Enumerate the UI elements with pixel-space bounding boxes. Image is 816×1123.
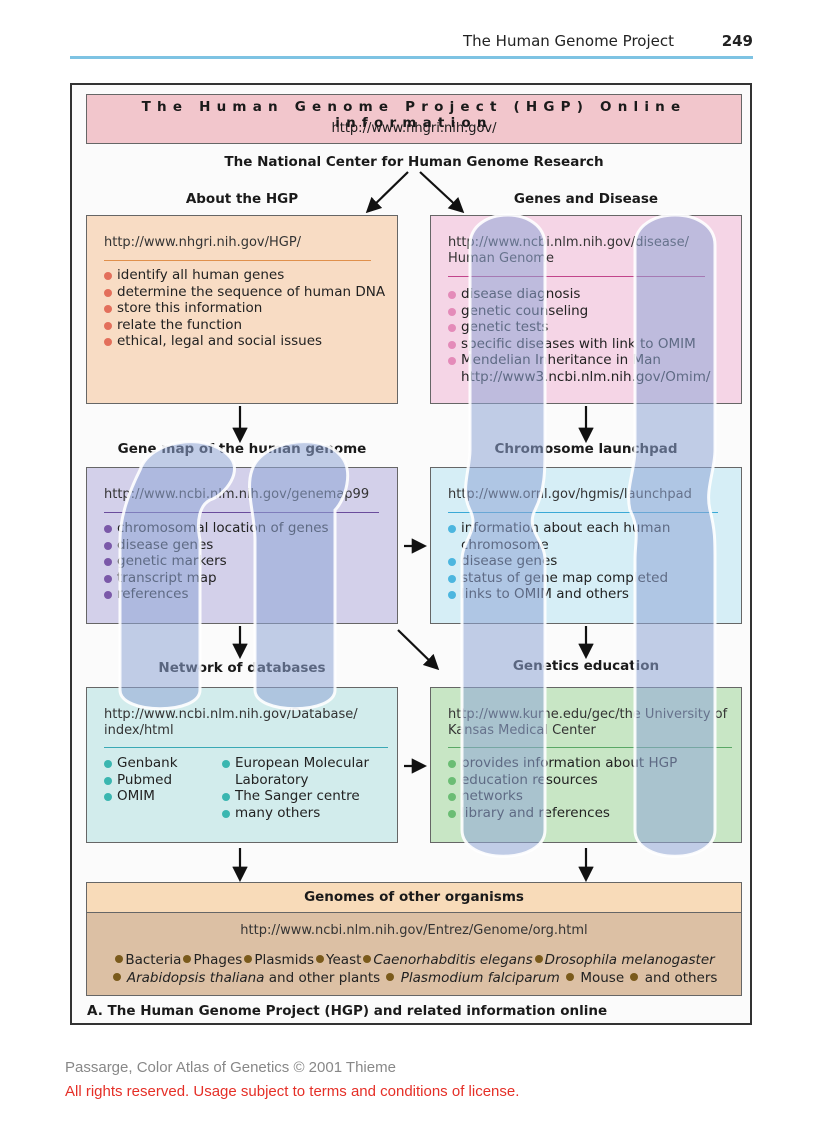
genes-disease-list: disease diagnosis genetic counseling gen…: [448, 286, 728, 385]
list-item: chromosomal location of genes: [104, 520, 329, 537]
divider: [104, 512, 379, 513]
list-item: transcript map: [104, 570, 329, 587]
genomes-box: http://www.ncbi.nlm.nih.gov/Entrez/Genom…: [86, 912, 742, 996]
list-item: Pubmed: [104, 772, 178, 789]
genes-disease-url: http://www.ncbi.nlm.nih.gov/disease/ Hum…: [448, 235, 689, 266]
genomes-url: http://www.ncbi.nlm.nih.gov/Entrez/Genom…: [240, 923, 588, 938]
genomes-heading: Genomes of other organisms: [304, 889, 524, 905]
network-url: http://www.ncbi.nlm.nih.gov/Database/ in…: [104, 707, 358, 738]
running-title: The Human Genome Project: [463, 32, 674, 50]
list-item: genetic markers: [104, 553, 329, 570]
education-heading: Genetics education: [512, 658, 660, 674]
list-item: European Molecular Laboratory: [222, 755, 382, 788]
list-item: references: [104, 586, 329, 603]
organism: Caenorhabditis elegans: [373, 952, 533, 968]
organism: Drosophila melanogaster: [544, 952, 715, 968]
organism: Mouse: [580, 970, 625, 986]
list-item: relate the function: [104, 317, 385, 334]
divider: [104, 747, 388, 748]
list-item: disease diagnosis: [448, 286, 728, 303]
education-url: http://www.kume.edu/gec/the University o…: [448, 707, 728, 738]
about-hgp-box: http://www.nhgri.nih.gov/HGP/ identify a…: [86, 215, 398, 404]
organism: Plasmodium falciparum: [400, 970, 560, 986]
network-heading: Network of databases: [158, 660, 326, 676]
list-item: store this information: [104, 300, 385, 317]
title-url: http://www.nhgri.nih.gov/: [331, 121, 497, 136]
about-hgp-url: http://www.nhgri.nih.gov/HGP/: [104, 235, 302, 250]
list-item: genetic counseling: [448, 303, 728, 320]
organism: Yeast: [326, 952, 362, 968]
organism: Phages: [193, 952, 243, 968]
network-list-left: Genbank Pubmed OMIM: [104, 755, 178, 805]
launchpad-heading: Chromosome launchpad: [494, 441, 678, 457]
launchpad-box: http://www.ornl.gov/hgmis/launchpad info…: [430, 467, 742, 624]
organisms-line-1: Bacteria Phages Plasmids Yeast Caenorhabditi…: [87, 951, 741, 969]
genes-disease-heading: Genes and Disease: [513, 191, 659, 207]
list-item: networks: [448, 788, 677, 805]
list-item: disease genes: [448, 553, 688, 570]
education-list: provides information about HGP education…: [448, 755, 677, 821]
header-rule: [70, 56, 753, 59]
gene-map-box: http://www.ncbi.nlm.nih.gov/genemap99 ch…: [86, 467, 398, 624]
list-item: OMIM: [104, 788, 178, 805]
genomes-header: Genomes of other organisms: [86, 882, 742, 913]
list-item: many others: [222, 805, 382, 822]
launchpad-url: http://www.ornl.gov/hgmis/launchpad: [448, 487, 692, 502]
organism-note: and others: [644, 970, 718, 986]
list-item: determine the sequence of human DNA: [104, 284, 385, 301]
education-box: http://www.kume.edu/gec/the University o…: [430, 687, 742, 843]
gene-map-heading: Gene map of the human genome: [117, 441, 367, 457]
list-item: links to OMIM and others: [448, 586, 688, 603]
list-item: genetic tests: [448, 319, 728, 336]
gene-map-url: http://www.ncbi.nlm.nih.gov/genemap99: [104, 487, 370, 502]
page-number: 249: [721, 32, 753, 50]
list-item: library and references: [448, 805, 677, 822]
launchpad-list: information about each human chromosome …: [448, 520, 688, 603]
organism: Plasmids: [254, 952, 315, 968]
list-item: disease genes: [104, 537, 329, 554]
list-item: identify all human genes: [104, 267, 385, 284]
divider: [104, 260, 371, 261]
about-hgp-list: identify all human genes determine the s…: [104, 267, 385, 350]
network-list-right: European Molecular Laboratory The Sanger…: [222, 755, 382, 821]
title-text: The Human Genome Project (HGP) Online in…: [141, 99, 687, 131]
divider: [448, 512, 718, 513]
list-item: education resources: [448, 772, 677, 789]
about-hgp-heading: About the HGP: [185, 191, 299, 207]
list-item: information about each human chromosome: [448, 520, 688, 553]
center-heading: The National Center for Human Genome Res…: [224, 154, 604, 170]
organism: Bacteria: [125, 952, 182, 968]
list-item: status of gene map completed: [448, 570, 688, 587]
genes-disease-box: http://www.ncbi.nlm.nih.gov/disease/ Hum…: [430, 215, 742, 404]
divider: [448, 747, 732, 748]
list-item: Mendelian Inheritance in Man http://www3…: [448, 352, 728, 385]
organism: Arabidopsis thaliana: [126, 970, 265, 986]
network-box: http://www.ncbi.nlm.nih.gov/Database/ in…: [86, 687, 398, 843]
list-item: specific diseases with link to OMIM: [448, 336, 728, 353]
figure-caption: A. The Human Genome Project (HGP) and re…: [87, 1003, 608, 1019]
rights-line: All rights reserved. Usage subject to te…: [65, 1083, 520, 1100]
organisms-line-2: Arabidopsis thaliana and other plants Pl…: [87, 969, 741, 987]
copyright-line: Passarge, Color Atlas of Genetics © 2001…: [65, 1059, 396, 1076]
list-item: ethical, legal and social issues: [104, 333, 385, 350]
list-item: Genbank: [104, 755, 178, 772]
list-item: The Sanger centre: [222, 788, 382, 805]
gene-map-list: chromosomal location of genes disease ge…: [104, 520, 329, 603]
title-box: The Human Genome Project (HGP) Online in…: [86, 94, 742, 144]
list-item: provides information about HGP: [448, 755, 677, 772]
divider: [448, 276, 705, 277]
organism-note: and other plants: [268, 970, 381, 986]
